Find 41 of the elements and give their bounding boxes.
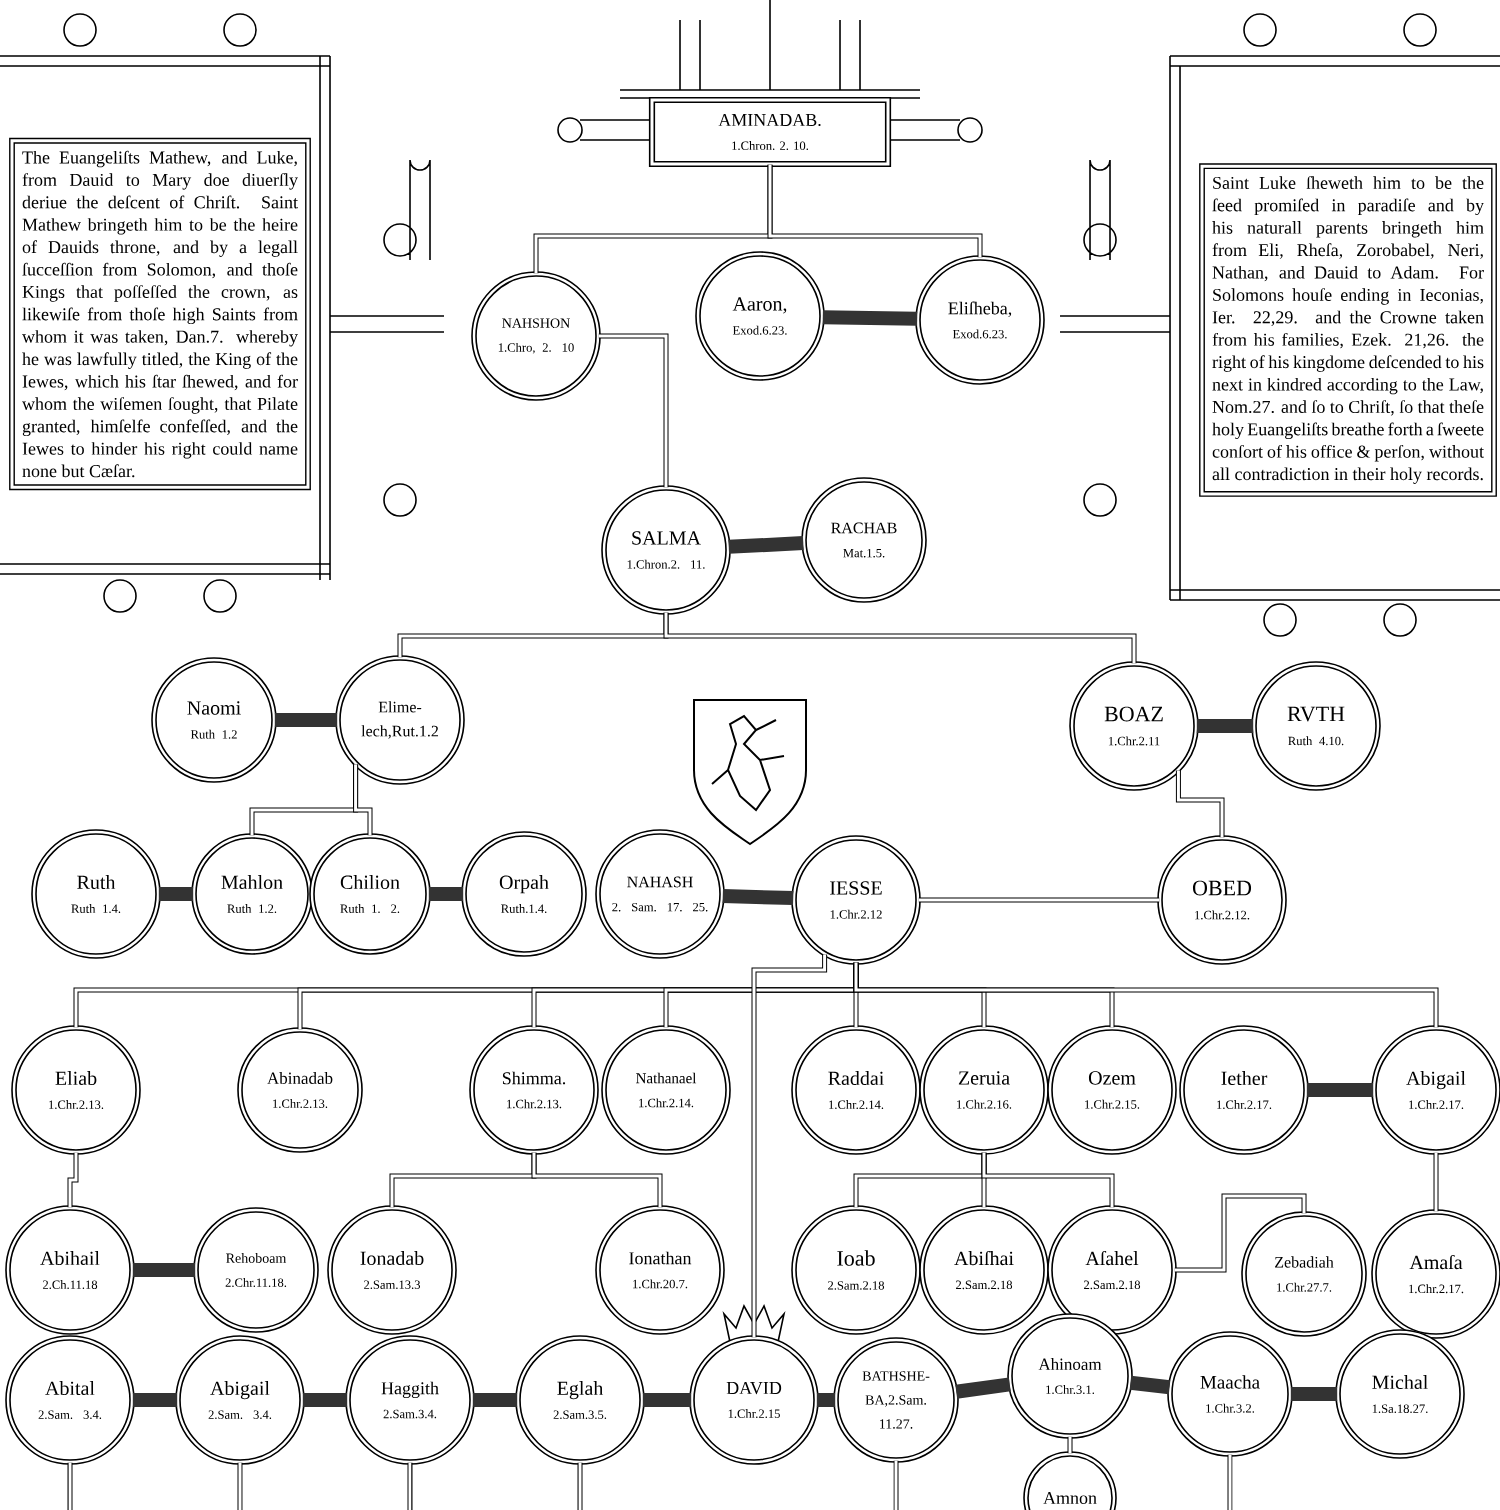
lineage-line — [981, 1152, 1115, 1208]
handshake-link — [274, 713, 338, 727]
handshake-link — [132, 1263, 196, 1277]
lineage-line — [767, 164, 983, 258]
lineage-line — [67, 1462, 73, 1510]
lineage-line — [577, 1462, 583, 1510]
lineage-line — [531, 1152, 663, 1208]
node-label: Ahinoam — [1038, 1358, 1102, 1370]
handshake-link — [1306, 1083, 1374, 1097]
handshake-link — [158, 887, 194, 901]
lineage-line — [237, 1462, 243, 1510]
handshake-link — [1290, 1387, 1338, 1401]
text-panel: Saint Luke ſheweth him to be the ſeed promiſed in paradiſe and by his naturall parents bringeth him from Eli, Rheſa, Zorobabel, Neri, Nathan, and Dauid to Adam. For Solomons houſe ending in Ieconias, Ier. 22,29. and the Crowne taken from his families, Ezek. 21,26. the right of his kingdome deſcended to his next in kindred according to the Law, Nom.27. and ſo to Chriſt, ſo that theſe holy Euangeliſts breathe forth a ſweete conſort of his office & perſon, without all contradiction in their holy records. — [1199, 163, 1497, 497]
handshake-link — [642, 1393, 692, 1407]
lineage-line — [893, 1460, 899, 1510]
handshake-link — [822, 310, 918, 326]
handshake-link — [302, 1393, 348, 1407]
lineage-line — [353, 764, 373, 836]
node-label: DAVID — [726, 1381, 782, 1395]
lineage-line — [1067, 1436, 1073, 1454]
handshake-link — [728, 536, 804, 554]
handshake-link — [1196, 719, 1254, 733]
handshake-link — [428, 887, 464, 901]
text-panel: The Euangeliſts Mathew, and Luke, from Dauid to Mary doe diuerſly deriue the deſcent of Chriſt. Saint Mathew bringeth him to be the heire of Dauids throne, and by a legall ſucceſſion from Solomon, and thoſe Kings that poſſeſſed the crown, as likewiſe from thoſe high Saints from whom it was taken, Dan.7. whereby he was lawfully titled, the King of the Iewes, which his ſtar ſhewed, and for whom the wiſemen ſought, that Pilate granted, himſelfe confeſſed, and the Iewes to hinder his right could name none but Cæſar. — [9, 137, 311, 491]
lineage-line — [663, 612, 1137, 664]
lineage-line — [1227, 1454, 1233, 1510]
lineage-line — [751, 954, 828, 1338]
lineage-line — [1174, 1193, 1307, 1273]
lineage-line — [407, 1462, 413, 1510]
lineage-line — [67, 1152, 79, 1208]
handshake-link — [472, 1393, 518, 1407]
lineage-line — [853, 962, 1439, 1028]
lineage-line — [918, 897, 1160, 903]
lineage-line — [598, 333, 669, 488]
handshake-link — [816, 1393, 836, 1407]
lineage-line — [1175, 770, 1225, 838]
handshake-link — [722, 888, 794, 906]
handshake-link — [132, 1393, 178, 1407]
handshake-link — [955, 1377, 1011, 1399]
handshake-link — [1129, 1375, 1171, 1395]
lineage-line — [1433, 1152, 1439, 1212]
